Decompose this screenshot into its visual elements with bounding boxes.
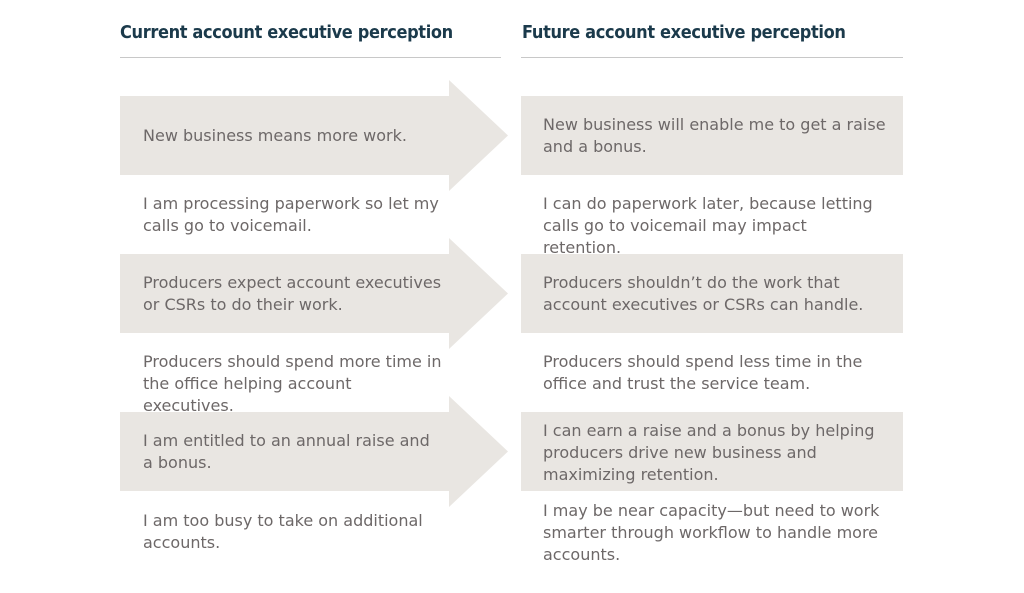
arrow-row-1 bbox=[120, 80, 508, 191]
divider-future bbox=[521, 57, 903, 58]
future-cell-row-3: Producers shouldn’t do the work that acc… bbox=[543, 273, 864, 314]
future-box-row-1 bbox=[521, 96, 903, 175]
divider-current bbox=[120, 57, 501, 58]
current-cell-row-5: I am entitled to an annual raise and a b… bbox=[143, 431, 430, 472]
future-cell-row-1: New business will enable me to get a rai… bbox=[543, 115, 886, 156]
heading-future: Future account executive perception bbox=[522, 22, 846, 43]
future-cell-row-2: I can do paperwork later, because lettin… bbox=[543, 194, 873, 257]
arrow-row-3 bbox=[120, 238, 508, 349]
future-box-row-5 bbox=[521, 412, 903, 491]
future-cell-row-5: I can earn a raise and a bonus by helpin… bbox=[543, 421, 875, 484]
current-cell-row-4: Producers should spend more time in the … bbox=[143, 352, 442, 415]
current-cell-row-6: I am too busy to take on additional acco… bbox=[143, 511, 423, 552]
future-box-row-3 bbox=[521, 254, 903, 333]
current-cell-row-3: Producers expect account executives or C… bbox=[143, 273, 442, 314]
arrow-row-5 bbox=[120, 396, 508, 507]
future-cell-row-6: I may be near capacity—but need to work … bbox=[543, 501, 880, 564]
current-cell-row-2: I am processing paperwork so let my call… bbox=[143, 194, 439, 235]
future-cell-row-4: Producers should spend less time in the … bbox=[543, 352, 863, 393]
heading-current: Current account executive perception bbox=[120, 22, 453, 43]
current-cell-row-1: New business means more work. bbox=[143, 126, 407, 145]
